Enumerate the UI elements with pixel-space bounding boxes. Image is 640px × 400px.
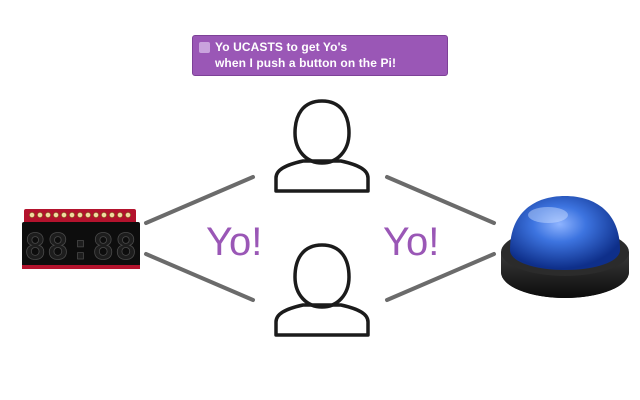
seven-segment-display-icon: 88:88: [22, 209, 140, 269]
line-top-user-button: [385, 175, 496, 225]
connector-lines: [144, 175, 496, 302]
line-bottom-user-button: [385, 252, 496, 302]
yo-label-left: Yo!: [206, 220, 263, 264]
note-line-2: when I push a button on the Pi!: [215, 56, 397, 70]
line-display-bottom-user: [144, 252, 255, 302]
note-callout: Yo UCASTS to get Yo's when I push a butt…: [192, 35, 448, 76]
user-icon: [274, 243, 370, 337]
note-swatch-icon: [199, 42, 210, 53]
line-display-top-user: [144, 175, 255, 225]
note-line-1: Yo UCASTS to get Yo's: [215, 40, 348, 54]
big-blue-button-icon: [501, 196, 629, 298]
display-digits: 88:88: [24, 227, 137, 268]
yo-label-right: Yo!: [383, 220, 440, 264]
user-icon: [274, 99, 370, 193]
